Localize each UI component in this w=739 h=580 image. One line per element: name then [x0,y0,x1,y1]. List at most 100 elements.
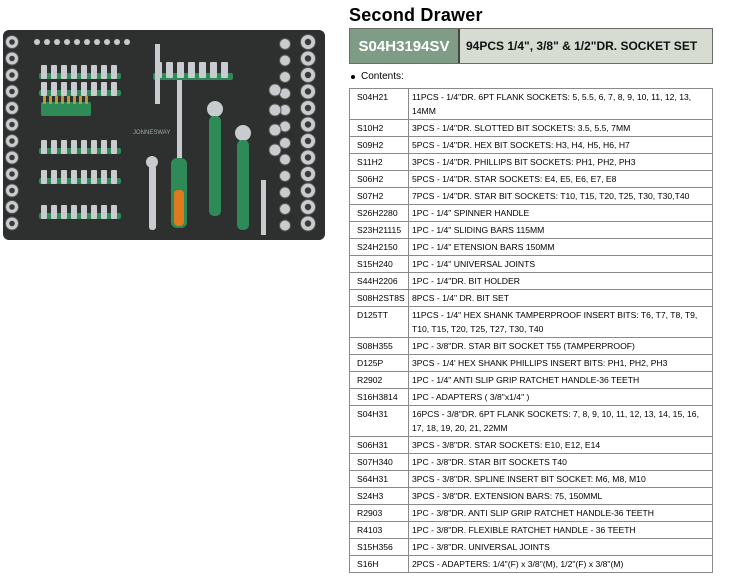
socket-hole-icon [304,55,312,62]
socket-hole-icon [304,154,312,161]
set-header: S04H3194SV 94PCS 1/4", 3/8" & 1/2"DR. SO… [349,28,713,64]
bit-socket-icon [81,65,87,79]
socket-hole-icon [9,187,15,194]
bit-socket-icon [61,205,67,219]
bit-icon [61,96,64,104]
set-code: S04H3194SV [350,29,460,63]
part-code: D125TT [349,306,409,338]
part-description: 2PCS - ADAPTERS: 1/4"(F) x 3/8"(M), 1/2"… [408,555,713,573]
part-code: S24H2150 [349,238,409,256]
socket-icon [64,39,70,45]
socket-hole-icon [9,204,15,210]
bit-socket-icon [41,65,47,79]
part-code: S10H2 [349,119,409,137]
socket-hole-icon [304,88,312,95]
part-description: 3PCS - 1/4"DR. PHILLIPS BIT SOCKETS: PH1… [408,153,713,171]
part-code: S06H2 [349,170,409,188]
bit-socket-icon [51,82,57,96]
bit-socket-icon [199,62,206,78]
socket-hole-icon [304,38,312,46]
bit-socket-icon [61,140,67,154]
socket-icon [268,83,282,97]
socket-hole-icon [304,71,312,79]
ratchet-handle-icon [209,116,221,216]
bit-socket-icon [91,170,97,184]
part-code: S26H2280 [349,204,409,222]
bit-socket-icon [41,205,47,219]
part-description: 1PC - 1/4" ANTI SLIP GRIP RATCHET HANDLE… [408,371,713,389]
socket-hole-icon [9,72,15,78]
socket-icon [279,186,291,199]
part-description: 3PCS - 1/4' HEX SHANK PHILLIPS INSERT BI… [408,354,713,372]
socket-hole-icon [9,154,15,161]
socket-icon [74,39,80,45]
part-description: 1PC - 3/8"DR. FLEXIBLE RATCHET HANDLE - … [408,521,713,539]
socket-icon [279,54,291,67]
socket-icon [268,103,282,117]
socket-icon [279,203,291,215]
socket-hole-icon [304,121,312,128]
bit-socket-icon [61,170,67,184]
socket-icon [279,71,291,83]
part-code: S04H21 [349,88,409,120]
socket-hole-icon [304,203,312,211]
bit-socket-icon [188,62,195,78]
part-code: R2903 [349,504,409,522]
part-description: 1PC - 1/4" SLIDING BARS 115MM [408,221,713,239]
bit-icon [67,96,70,104]
socket-icon [44,39,50,45]
extension-bar-icon [155,44,160,104]
bit-socket-icon [51,65,57,79]
part-description: 5PCS - 1/4"DR. STAR SOCKETS: E4, E5, E6,… [408,170,713,188]
bit-socket-icon [51,205,57,219]
bit-socket-icon [101,140,107,154]
socket-hole-icon [304,170,312,178]
bit-socket-icon [91,82,97,96]
bit-icon [55,96,58,104]
bit-socket-icon [91,205,97,219]
part-description: 16PCS - 3/8"DR. 6PT FLANK SOCKETS: 7, 8,… [408,405,713,437]
part-code: S09H2 [349,136,409,154]
page-title: Second Drawer [349,5,483,25]
socket-icon [279,38,291,50]
part-description: 1PC - 1/4"DR. BIT HOLDER [408,272,713,290]
socket-icon [84,39,90,45]
part-description: 3PCS - 3/8"DR. EXTENSION BARS: 75, 150MM… [408,487,713,505]
part-description: 5PCS - 1/4"DR. HEX BIT SOCKETS: H3, H4, … [408,136,713,154]
bit-socket-icon [71,65,77,79]
bit-socket-icon [221,62,228,78]
socket-hole-icon [9,55,15,62]
part-code: S15H240 [349,255,409,273]
bit-socket-icon [91,65,97,79]
part-description: 1PC - 3/8"DR. STAR BIT SOCKETS T40 [408,453,713,471]
bit-socket-icon [41,170,47,184]
spinner-handle-icon [177,80,182,160]
part-description: 1PC - 1/4" UNIVERSAL JOINTS [408,255,713,273]
part-code: S15H356 [349,538,409,556]
part-code: S16H3814 [349,388,409,406]
part-code: S64H31 [349,470,409,488]
tool-tray-illustration: JONNESWAY [5,34,316,235]
part-description: 1PC - 1/4" ETENSION BARS 150MM [408,238,713,256]
part-code: S16H [349,555,409,573]
bit-socket-icon [101,170,107,184]
socket-icon [279,219,291,232]
bit-socket-icon [81,140,87,154]
part-description: 3PCS - 1/4"DR. SLOTTED BIT SOCKETS: 3.5,… [408,119,713,137]
brand-label: JONNESWAY [133,130,170,136]
